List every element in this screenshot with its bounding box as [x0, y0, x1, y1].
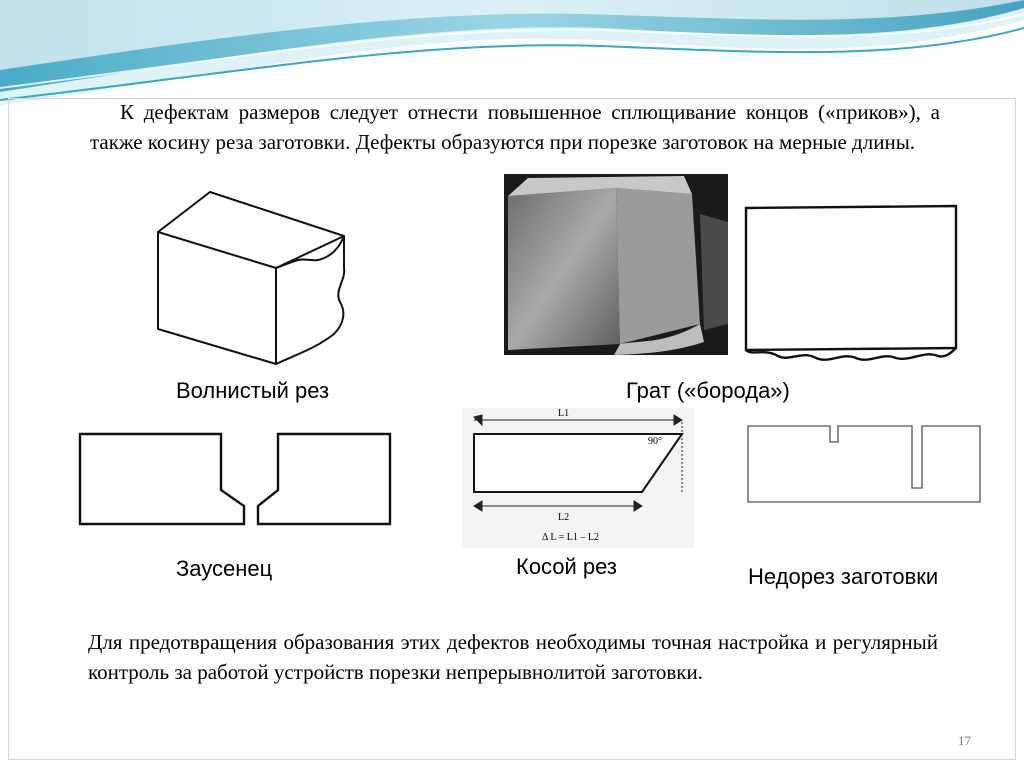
slide-frame: [8, 98, 1016, 760]
undercut-caption: Недорез заготовки: [748, 564, 939, 589]
label-formula: Δ L = L1 – L2: [542, 532, 599, 543]
wavy-cut-drawing: [148, 184, 358, 369]
conclusion-paragraph: Для предотвращения образования этих дефе…: [88, 630, 938, 684]
oblique-cut-caption: Косой рез: [516, 554, 618, 579]
undercut-drawing: [747, 425, 981, 503]
burr-beard-caption: Грат («борода»): [626, 378, 790, 403]
oblique-cut-drawing: [473, 414, 684, 512]
burr-caption: Заусенец: [176, 556, 273, 581]
burr-drawing: [78, 432, 392, 526]
burr-beard-drawing: [744, 204, 958, 361]
burr-beard-photo: [504, 174, 728, 355]
label-l1: L1: [558, 408, 570, 419]
wavy-cut-caption: Волнистый рез: [176, 378, 330, 403]
page-number: 17: [958, 733, 971, 748]
label-angle: 90°: [648, 436, 662, 447]
intro-paragraph: К дефектам размеров следует отнести повы…: [90, 100, 940, 154]
header-wave-decoration: [0, 0, 1024, 105]
oblique-cut-figure: L1 90° L2 Δ L = L1 – L2: [462, 408, 694, 548]
label-l2: L2: [558, 512, 570, 523]
